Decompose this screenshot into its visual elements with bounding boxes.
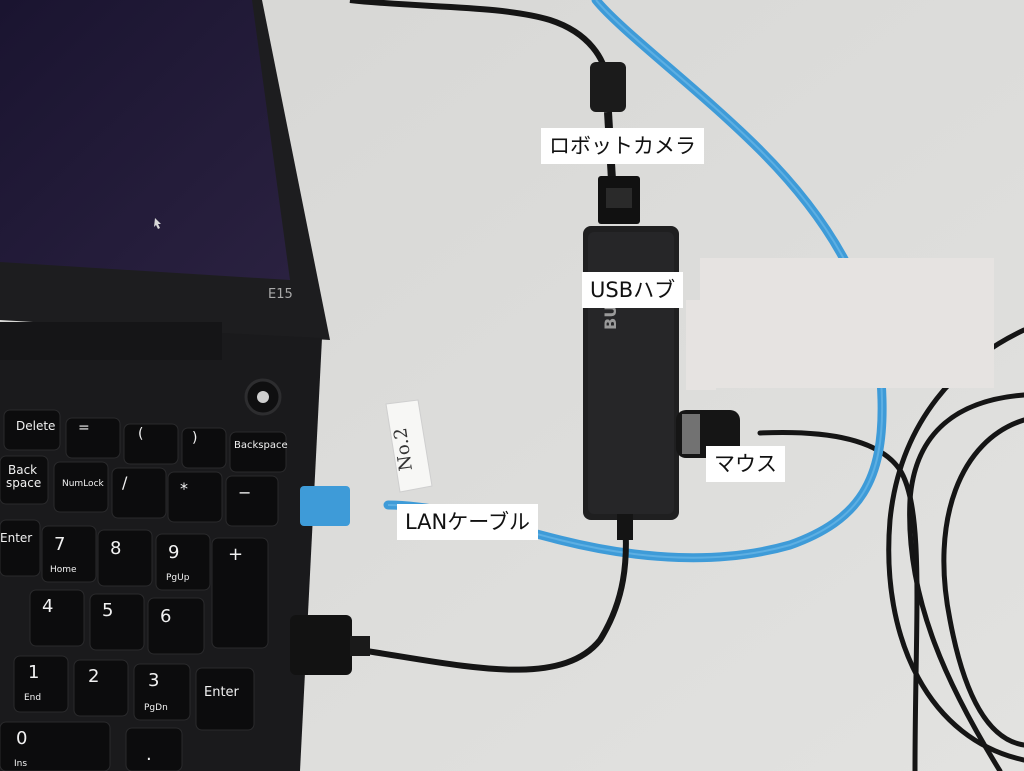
redacted-area — [700, 258, 994, 388]
key-1: 1 — [28, 662, 39, 683]
cable-tag: No.2 — [385, 399, 433, 493]
key-delete: Delete — [16, 419, 55, 433]
key-ins: Ins — [14, 759, 27, 769]
model-text: E15 — [268, 287, 293, 302]
key-6: 6 — [160, 606, 171, 627]
key-3: 3 — [148, 670, 159, 691]
key-backspace: Backspace — [234, 440, 288, 451]
keyboard: Delete = ( ) Backspace Back space NumLoc… — [0, 409, 288, 771]
key-enter-right: Enter — [204, 685, 240, 700]
key-numlock: NumLock — [62, 479, 105, 489]
svg-text:BU: BU — [601, 305, 620, 330]
label-usb-hub: USBハブ — [582, 272, 684, 308]
key-pgup: PgUp — [166, 573, 190, 583]
key-equals: = — [78, 420, 90, 436]
label-mouse: マウス — [706, 446, 785, 482]
key-back-line1: Back — [8, 463, 37, 477]
key-enter-left: Enter — [0, 531, 32, 545]
key-plus: + — [228, 544, 243, 565]
laptop-lid: E15 — [0, 0, 330, 340]
key-home: Home — [50, 565, 77, 575]
key-7: 7 — [54, 534, 65, 555]
key-paren-close: ) — [192, 430, 197, 446]
key-paren-open: ( — [138, 426, 143, 442]
key-end: End — [24, 693, 41, 703]
redacted-area-lower — [686, 300, 716, 390]
key-pgdn: PgDn — [144, 703, 168, 713]
key-0: 0 — [16, 728, 27, 749]
key-9: 9 — [168, 542, 179, 563]
key-2: 2 — [88, 666, 99, 687]
label-robot-camera: ロボットカメラ — [541, 128, 704, 164]
cursor-icon — [154, 218, 161, 229]
key-5: 5 — [102, 600, 113, 621]
key-minus: − — [238, 483, 251, 502]
key-asterisk: * — [180, 479, 188, 498]
label-lan-cable: LANケーブル — [397, 504, 538, 540]
key-8: 8 — [110, 538, 121, 559]
key-back-line2: space — [6, 476, 41, 490]
key-4: 4 — [42, 596, 53, 617]
key-slash: / — [122, 473, 128, 492]
key-dot: . — [146, 744, 152, 765]
